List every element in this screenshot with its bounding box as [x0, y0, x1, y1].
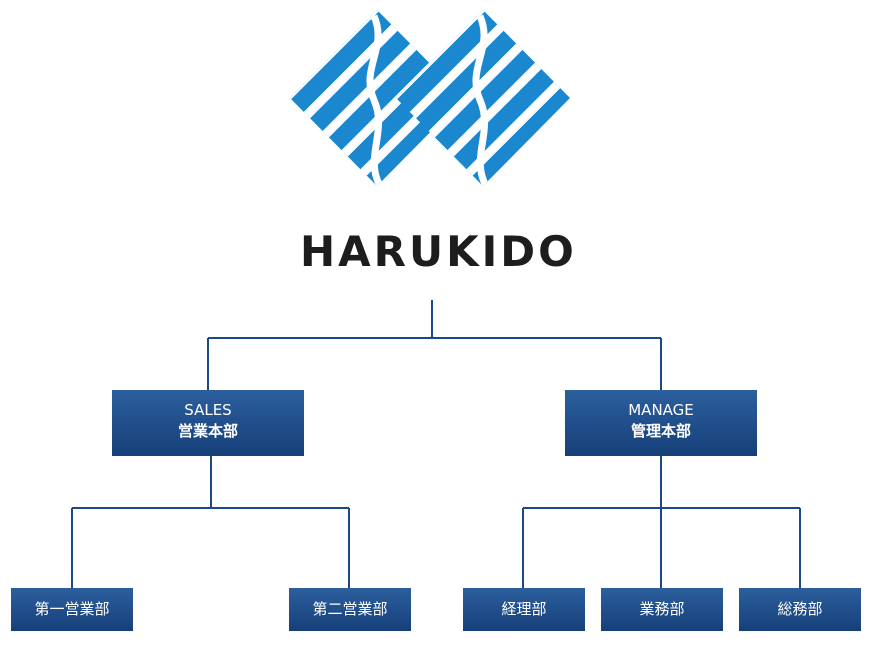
department-box-sales-first: 第一営業部 [11, 588, 133, 631]
department-box-sales-second: 第二営業部 [289, 588, 411, 631]
department-label: 総務部 [777, 600, 823, 618]
company-logo-mark [290, 10, 570, 186]
department-label: 業務部 [639, 600, 685, 618]
department-box-accounting: 経理部 [463, 588, 585, 631]
company-name: HARUKIDO [300, 227, 577, 276]
division-japanese-label: 営業本部 [177, 422, 238, 440]
division-box-manage: MANAGE 管理本部 [565, 390, 757, 456]
department-label: 第一営業部 [34, 600, 110, 618]
division-english-label: MANAGE [628, 401, 694, 419]
division-english-label: SALES [184, 401, 232, 419]
department-box-operations: 業務部 [601, 588, 723, 631]
division-japanese-label: 管理本部 [630, 422, 691, 440]
department-label: 経理部 [501, 600, 547, 618]
division-box-sales: SALES 営業本部 [112, 390, 304, 456]
department-label: 第二営業部 [312, 600, 388, 618]
department-box-general-affairs: 総務部 [739, 588, 861, 631]
